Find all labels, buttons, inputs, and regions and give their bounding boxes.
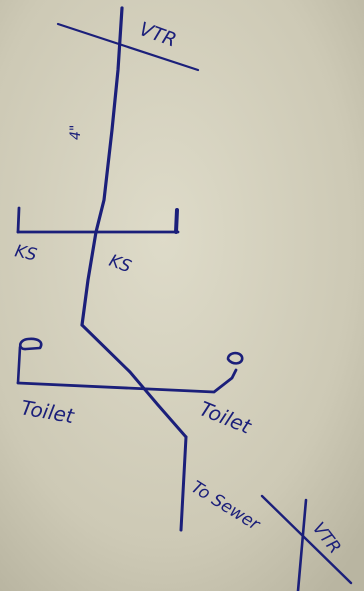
sewer-drop-line (179, 435, 188, 532)
kitchen-sink-left-riser (16, 206, 21, 234)
vent-bottom-cross-line (260, 494, 353, 585)
kitchen-sink-right-riser (174, 208, 179, 234)
toilet-left-riser (16, 345, 22, 385)
toilet-branch-line (16, 368, 238, 394)
vent-bottom-line (296, 498, 308, 591)
vent-top-cross-line (56, 22, 200, 72)
stack-size-note-label: 4" (68, 125, 84, 140)
toilet-right-fixture-icon (226, 351, 244, 365)
kitchen-sink-left-label: KS (13, 241, 39, 265)
toilet-left-fixture-icon (18, 337, 43, 351)
main-stack-line (80, 6, 124, 327)
